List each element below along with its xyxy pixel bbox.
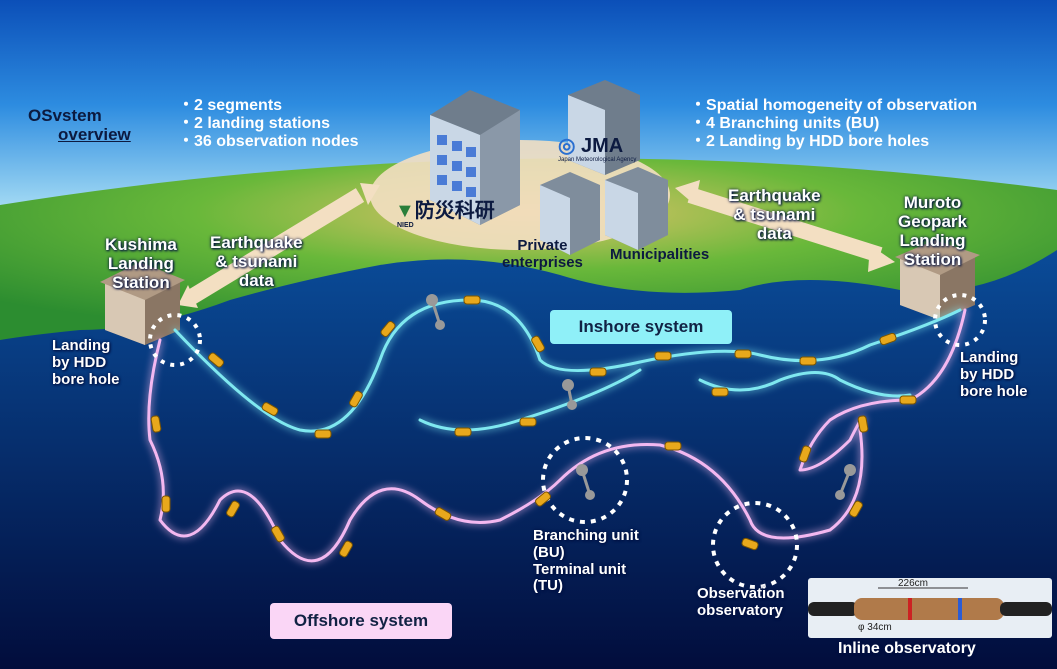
kushima-station-label: Kushima Landing Station xyxy=(105,235,177,292)
building-municipalities xyxy=(605,167,668,250)
observation-label: Observation observatory xyxy=(697,585,785,620)
private-enterprises-label: Private enterprises xyxy=(502,237,583,272)
label-line: Landing xyxy=(52,337,111,354)
observation-marker xyxy=(711,501,799,589)
label-line: observatory xyxy=(697,601,783,619)
jma-name: JMA xyxy=(581,135,624,157)
nied-sub: NIED xyxy=(397,222,414,230)
bullet-item: 2 landing stations xyxy=(178,115,359,133)
nied-logo: ▼防災科研 NIED xyxy=(395,200,495,230)
cable-left xyxy=(808,602,858,616)
label-line: Observation xyxy=(697,585,785,602)
label-line: Geopark xyxy=(898,212,967,232)
data-flow-right-label: Earthquake & tsunami data xyxy=(728,186,821,243)
inshore-system-label: Inshore system xyxy=(550,310,732,344)
bullet-item: 2 Landing by HDD bore holes xyxy=(690,133,977,151)
label-line: Terminal unit xyxy=(533,560,627,578)
landing-marker-right xyxy=(933,293,987,347)
muroto-station-label: Muroto Geopark Landing Station xyxy=(898,193,967,269)
landing-marker-left xyxy=(148,313,202,367)
label-line: & tsunami xyxy=(733,205,816,225)
label-line: Landing xyxy=(107,254,174,274)
label-line: by HDD xyxy=(52,353,107,371)
bullet-item: 4 Branching units (BU) xyxy=(690,115,977,133)
label-line: Muroto xyxy=(903,193,962,212)
label-line: by HDD xyxy=(960,365,1015,383)
label-line: bore hole xyxy=(960,382,1028,400)
body-band-blue xyxy=(958,598,962,620)
label-line: & tsunami xyxy=(215,252,298,272)
label-line: Private xyxy=(517,237,568,254)
jma-logo: ◎ JMA Japan Meteorological Agency xyxy=(558,135,636,164)
label-line: enterprises xyxy=(502,253,583,271)
landing-right-label: Landing by HDD bore hole xyxy=(960,349,1028,400)
label-line: (TU) xyxy=(533,577,563,595)
jma-sub: Japan Meteorological Agency xyxy=(558,157,637,164)
landing-left-label: Landing by HDD bore hole xyxy=(52,337,120,388)
branching-unit-label: Branching unit (BU) Terminal unit (TU) xyxy=(533,527,639,595)
overview-title-line2: overview xyxy=(58,125,131,145)
label-line: Kushima xyxy=(105,235,177,254)
label-line: Landing xyxy=(960,349,1019,366)
municipalities-label: Municipalities xyxy=(610,246,710,263)
inline-observatory-graphic xyxy=(808,587,1052,620)
right-bullet-list: Spatial homogeneity of observation 4 Bra… xyxy=(690,97,977,151)
data-arrow-left xyxy=(178,183,380,308)
observation-nodes xyxy=(150,295,917,558)
label-line: bore hole xyxy=(52,370,120,388)
station-kushima xyxy=(100,262,185,345)
body-band-red xyxy=(908,598,912,620)
branching-units xyxy=(426,294,856,500)
offshore-cable xyxy=(147,308,967,563)
data-arrow-right xyxy=(675,180,895,272)
label-line: data xyxy=(238,271,274,291)
building-jma xyxy=(568,80,640,175)
label-line: Earthquake xyxy=(210,233,303,252)
station-muroto xyxy=(895,240,980,320)
label-line: Station xyxy=(903,250,962,270)
offshore-system-label: Offshore system xyxy=(270,603,452,639)
cable-right xyxy=(1000,602,1052,616)
label-line: Station xyxy=(112,273,170,293)
label-line: Branching unit xyxy=(533,527,639,544)
data-flow-left-label: Earthquake & tsunami data xyxy=(210,233,303,290)
jma-logo-mark: ◎ xyxy=(558,135,576,157)
label-line: Landing xyxy=(899,231,966,251)
left-bullet-list: 2 segments 2 landing stations 36 observa… xyxy=(178,97,359,151)
overview-title: OSvstem overview xyxy=(28,106,131,144)
overview-title-line1: OSvstem xyxy=(28,106,102,125)
building-nied xyxy=(430,90,520,225)
diameter-label: φ 34cm xyxy=(858,622,892,633)
building-private xyxy=(540,172,600,255)
nied-name: 防災科研 xyxy=(414,200,495,222)
length-label: 226cm xyxy=(898,578,929,589)
branching-marker xyxy=(541,436,629,524)
label-line: data xyxy=(756,224,792,244)
bullet-item: 2 segments xyxy=(178,97,359,115)
bullet-item: 36 observation nodes xyxy=(178,133,359,151)
inline-observatory-title: Inline observatory xyxy=(838,640,976,657)
bullet-item: Spatial homogeneity of observation xyxy=(690,97,977,115)
label-line: Earthquake xyxy=(728,186,821,205)
sky xyxy=(0,0,1057,210)
observatory-body xyxy=(854,598,1004,620)
inline-observatory-photo: 226cm φ 34cm xyxy=(808,578,1052,638)
nied-logo-mark: ▼ xyxy=(395,200,415,222)
label-line: (BU) xyxy=(533,543,565,561)
